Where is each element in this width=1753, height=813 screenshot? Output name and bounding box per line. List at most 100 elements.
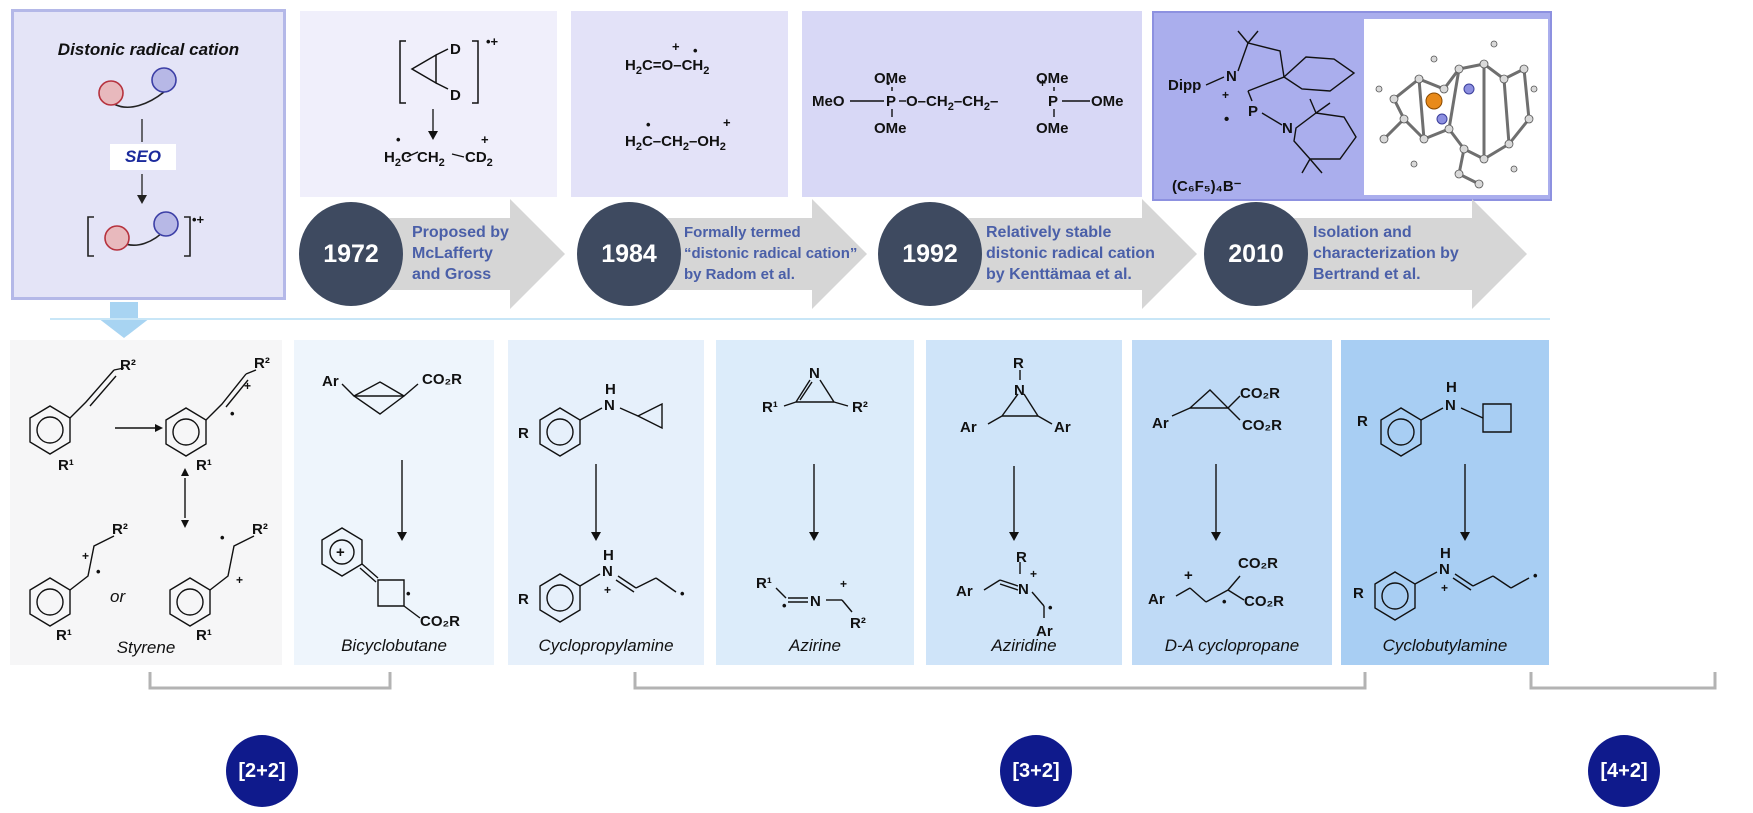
mol-1972: D D •+ H2C CH2 CD2 • + [384, 34, 499, 169]
bcb-ar: Ar [322, 373, 339, 390]
cpa-n-b: N [602, 563, 613, 580]
bracket-3-2 [633, 672, 1367, 690]
svg-text:CH2: CH2 [417, 149, 445, 169]
azirine-dot: • [782, 598, 787, 613]
aziridine-scheme: R N Ar Ar Ar R N + • Ar [956, 355, 1071, 640]
cpa-h: H [605, 381, 616, 398]
mol2010-dot: • [1224, 111, 1229, 128]
aziridine-ar-1: Ar [960, 419, 977, 436]
mol1992-plus: + [1039, 76, 1046, 90]
cba-h: H [1446, 379, 1457, 396]
cba-r-b: R [1353, 585, 1364, 602]
mol-1992-panel: OMe MeO P • OMe O–CH2–CH2– + P OMe OMe O… [802, 11, 1142, 197]
aziridine-dot: • [1048, 600, 1053, 615]
timeline-1984-line2: “distonic radical cation” [684, 245, 858, 262]
cba-plus: + [1441, 581, 1448, 595]
bracket-2-2 [148, 672, 392, 690]
styrene-r1-b: R¹ [196, 457, 212, 474]
concept-diagram [87, 67, 191, 257]
timeline-1992-line1: Relatively stable [986, 224, 1112, 241]
svg-text:CD2: CD2 [465, 149, 493, 169]
cpa-h-b: H [603, 547, 614, 564]
mol1984-dot-b: • [646, 117, 651, 132]
concept-title: Distonic radical cation [57, 40, 240, 59]
substrate-panel-da-cyclopropane: Ar CO₂R CO₂R Ar + • CO₂R CO₂R D-A cyclop… [1132, 340, 1332, 665]
styrene-or: or [110, 587, 126, 606]
cpa-r: R [518, 425, 529, 442]
bracket-4-2 [1529, 672, 1717, 690]
timeline-1972-line2: McLafferty [412, 245, 493, 262]
caption-bicyclobutane: Bicyclobutane [341, 636, 447, 655]
styrene-r1-c: R¹ [56, 627, 72, 644]
mol-1984-panel: H2C=O–CH2 + • H2C–CH2–OH2 • + [571, 11, 788, 197]
svg-text:H2C: H2C [384, 149, 412, 169]
crystal-structure-image [1364, 19, 1548, 195]
mol2010-p: P [1248, 103, 1258, 120]
cyclopropylamine-scheme: N H R N H + • R [518, 381, 685, 623]
seo-label-box: SEO [110, 144, 176, 170]
bicyclobutane-scheme: Ar CO₂R + • CO₂R [321, 371, 462, 630]
styrene-r1-d: R¹ [196, 627, 212, 644]
substrate-panel-cyclobutylamine: N H R N H + • R Cyclobutylamine [1341, 340, 1549, 665]
mol-1984: H2C=O–CH2 + • H2C–CH2–OH2 • + [625, 39, 731, 153]
timeline-text-2010: Isolation and characterization by Bertra… [1313, 222, 1459, 285]
styrene-r2-c: R² [112, 521, 128, 538]
mol2010-dipp: Dipp [1168, 77, 1201, 94]
mol1984-plus-a: + [672, 39, 680, 54]
azirine-plus: + [840, 577, 847, 591]
mol1992-ome-3: OMe [1036, 70, 1069, 87]
year-1984: 1984 [577, 202, 681, 306]
svg-text:H2C–CH2–OH2: H2C–CH2–OH2 [625, 133, 726, 153]
caption-cyclopropylamine: Cyclopropylamine [538, 636, 674, 655]
mol1972-radcat: •+ [486, 34, 499, 49]
styrene-r2-a: R² [120, 357, 136, 374]
cyclobutylamine-scheme: N H R N H + • R [1353, 379, 1538, 621]
dacp-plus: + [1184, 567, 1193, 584]
dacp-ar: Ar [1152, 415, 1169, 432]
timeline-1972-line1: Proposed by [412, 224, 509, 241]
timeline-arrow-1972 [345, 199, 565, 309]
year-1972: 1972 [299, 202, 403, 306]
mol2010-n2: N [1282, 120, 1293, 137]
svg-text:H2C=O–CH2: H2C=O–CH2 [625, 57, 709, 77]
timeline-2010-line3: Bertrand et al. [1313, 266, 1421, 283]
caption-azirine: Azirine [789, 636, 841, 655]
mol1972-d-bot: D [450, 87, 461, 104]
mol1992-p1: P [886, 93, 896, 110]
mol1972-d-top: D [450, 41, 461, 58]
caption-da-cyclopropane: D-A cyclopropane [1164, 636, 1300, 655]
caption-aziridine: Aziridine [991, 636, 1057, 655]
styrene-dot-d: • [220, 530, 225, 545]
mol-1992: OMe MeO P • OMe O–CH2–CH2– + P OMe OMe O… [812, 70, 1124, 137]
cba-h-b: H [1440, 545, 1451, 562]
dacp-co2r-1: CO₂R [1240, 385, 1280, 402]
cba-r: R [1357, 413, 1368, 430]
dacp-co2r-2: CO₂R [1242, 417, 1282, 434]
caption-styrene: Styrene [116, 638, 176, 657]
badge-3-2: [3+2] [1000, 735, 1072, 807]
da-cyclopropane-scheme: Ar CO₂R CO₂R Ar + • CO₂R CO₂R [1148, 385, 1284, 610]
cba-n-b: N [1439, 561, 1450, 578]
cba-dot: • [1533, 568, 1538, 583]
dacp-ar-b: Ar [1148, 591, 1165, 608]
mol1992-p2: P [1048, 93, 1058, 110]
aziridine-n: N [1014, 382, 1025, 399]
timeline-1992-line2: distonic radical cation [986, 245, 1155, 262]
timeline-2010-line2: characterization by [1313, 245, 1459, 262]
styrene-dot-b: • [230, 406, 235, 421]
mol1984-plus-b: + [723, 115, 731, 130]
year-2010: 2010 [1204, 202, 1308, 306]
timeline-2010-line1: Isolation and [1313, 224, 1412, 241]
substrate-panel-cyclopropylamine: N H R N H + • R Cyclopropylamine [508, 340, 704, 665]
cpa-dot: • [680, 586, 685, 601]
mol1984-dot-a: • [693, 43, 698, 58]
timeline-text-1972: Proposed by McLafferty and Gross [412, 222, 509, 285]
timeline-1992-line3: by Kenttämaa et al. [986, 266, 1132, 283]
dacp-co2r-4: CO₂R [1244, 593, 1284, 610]
substrate-panel-bicyclobutane: Ar CO₂R + • CO₂R Bicyclobutane [294, 340, 494, 665]
aziridine-ar-2: Ar [1054, 419, 1071, 436]
timeline-arrow-1992 [925, 199, 1197, 309]
mol-1972-panel: D D •+ H2C CH2 CD2 • + [300, 11, 557, 197]
